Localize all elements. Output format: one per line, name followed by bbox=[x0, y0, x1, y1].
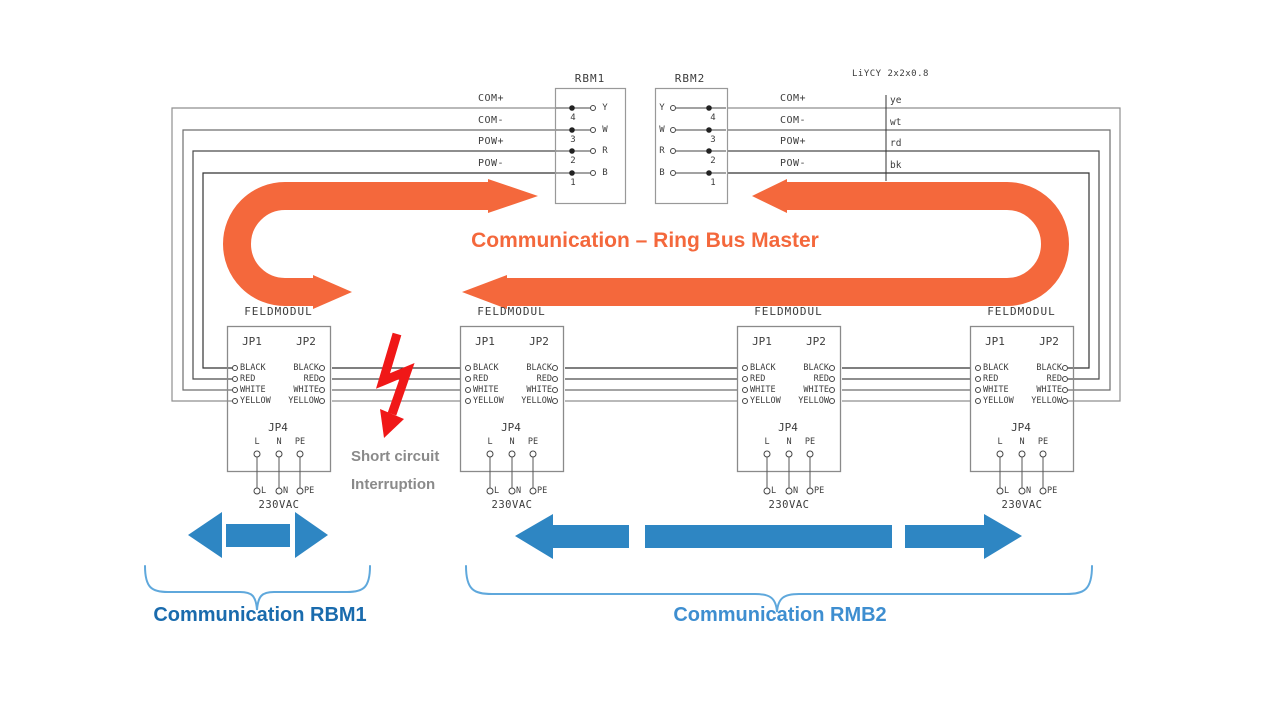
rbm2-pin-number-4: 4 bbox=[710, 113, 716, 123]
interruption-label: Interruption bbox=[351, 476, 436, 493]
left-loop-wires bbox=[171, 107, 572, 402]
cable-type-label: LiYCY 2x2x0.8 bbox=[852, 69, 929, 79]
rbm2-title: RBM2 bbox=[674, 72, 706, 85]
rbm2-pin-number-1: 1 bbox=[710, 178, 716, 188]
rbm1-pin-y: Y bbox=[602, 103, 608, 113]
rbm2-pin-w: W bbox=[659, 125, 665, 135]
rbm2-pin-y: Y bbox=[659, 103, 665, 113]
rbm1-signal-pow-minus: POW- bbox=[478, 158, 505, 169]
rbm2-pin-r: R bbox=[659, 146, 665, 156]
ring-arrow-left bbox=[223, 179, 538, 309]
brace-left bbox=[144, 565, 371, 611]
legend-communication-rmb2: Communication RMB2 bbox=[673, 604, 887, 626]
rbm1-pin-number-3: 3 bbox=[570, 135, 576, 145]
bus-wires bbox=[332, 367, 970, 402]
rbm1-pin-w: W bbox=[602, 125, 608, 135]
rbm1-pin-number-4: 4 bbox=[570, 113, 576, 123]
ring-bus-title: Communication – Ring Bus Master bbox=[471, 229, 819, 252]
rbm1-pin-r: R bbox=[602, 146, 608, 156]
rbm1-pin-b: B bbox=[602, 168, 608, 178]
rbm1-pin-number-1: 1 bbox=[570, 178, 576, 188]
rbm2-pin-b: B bbox=[659, 168, 665, 178]
wire-label-ye: ye bbox=[890, 95, 902, 106]
power-arrow-small bbox=[188, 512, 328, 558]
rbm2-pin-number-2: 2 bbox=[710, 156, 716, 166]
wire-label-rd: rd bbox=[890, 138, 902, 149]
legend-communication-rbm1: Communication RBM1 bbox=[153, 604, 367, 626]
power-arrow-large bbox=[515, 514, 1022, 559]
wire-label-wt: wt bbox=[890, 117, 902, 128]
brace-right bbox=[465, 565, 1093, 613]
right-loop-wires bbox=[709, 107, 1121, 402]
rbm2-signal-com-plus: COM+ bbox=[780, 93, 807, 104]
rbm2-signal-com-minus: COM- bbox=[780, 115, 807, 126]
rbm2-signal-pow-plus: POW+ bbox=[780, 136, 807, 147]
rbm1-title: RBM1 bbox=[574, 72, 606, 85]
rbm1-pin-number-2: 2 bbox=[570, 156, 576, 166]
rbm2-box bbox=[654, 87, 729, 205]
rbm2-signal-pow-minus: POW- bbox=[780, 158, 807, 169]
rbm1-signal-com-plus: COM+ bbox=[478, 93, 505, 104]
wire-label-bk: bk bbox=[890, 160, 902, 171]
feldmodul-boxes bbox=[226, 325, 1075, 495]
rbm1-signal-pow-plus: POW+ bbox=[478, 136, 505, 147]
lightning-bolt-icon bbox=[375, 332, 415, 438]
rbm1-box bbox=[554, 87, 627, 205]
ring-arrow-right bbox=[462, 179, 1069, 309]
short-circuit-label: Short circuit bbox=[351, 448, 440, 465]
rbm2-pin-number-3: 3 bbox=[710, 135, 716, 145]
rbm1-signal-com-minus: COM- bbox=[478, 115, 505, 126]
